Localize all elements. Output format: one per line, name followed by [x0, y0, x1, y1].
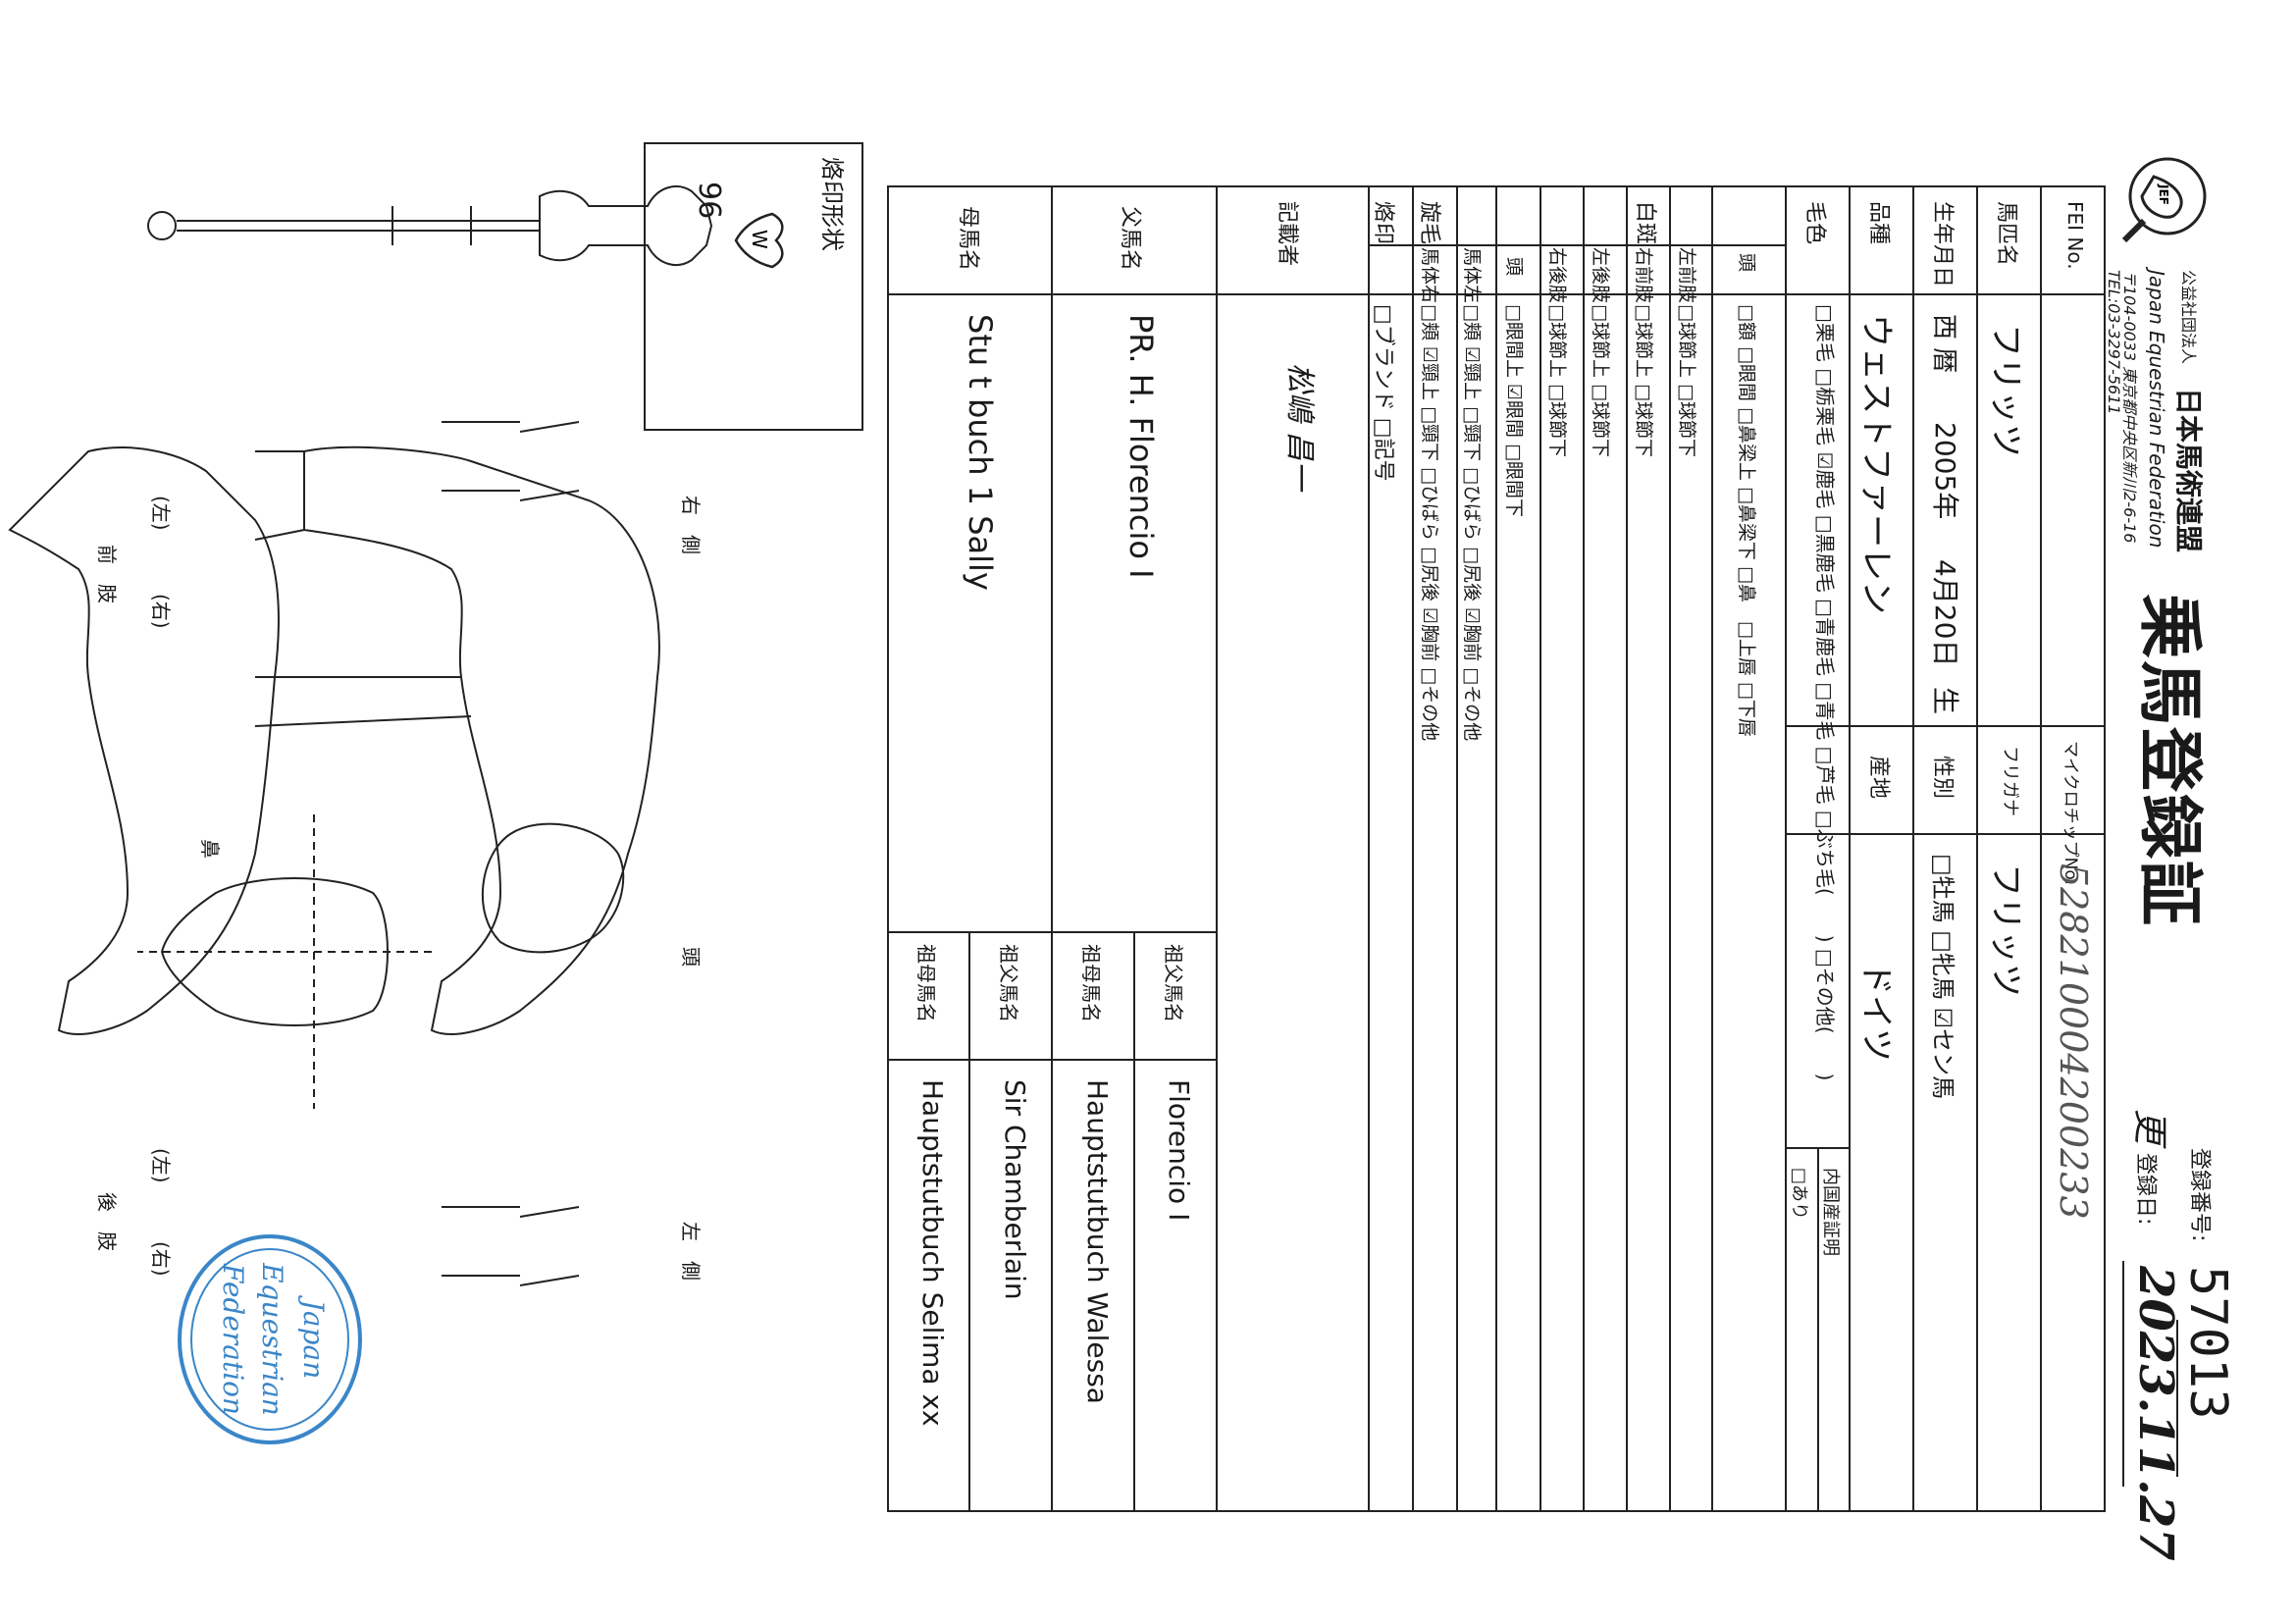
white-marks-label: 白斑	[1633, 201, 1657, 245]
jef-logo-text: JEF	[2157, 183, 2170, 205]
dam-label: 母馬名	[956, 206, 980, 272]
front-left-caption: (左)	[149, 496, 173, 531]
breed-label: 品種	[1866, 201, 1891, 245]
horse-muzzle	[481, 822, 625, 954]
birth-md: 4月20日	[1929, 559, 1961, 667]
domestic-value: □あり	[1789, 1168, 1809, 1221]
mat-grandsire-label: 祖父馬名	[997, 944, 1020, 1022]
microchip-value: 528210004200233	[2052, 864, 2095, 1220]
fei-label: FEI No.	[2063, 201, 2087, 270]
mat-granddam-name: Hauptstutbuch Selima xx	[916, 1079, 949, 1427]
horse-left-side	[8, 446, 280, 1035]
horse-right-side	[254, 445, 660, 1035]
rf-marks: □球節上 □球節下	[1633, 304, 1654, 457]
sex-options: □牡馬 □牝馬 ☑セン馬	[1929, 854, 1957, 1100]
head-marks: □額 □眼間 □鼻梁上 □鼻梁下 □鼻 □上唇 □下唇	[1736, 304, 1757, 737]
grandsire-label: 祖父馬名	[1162, 944, 1185, 1022]
head-caption: 頭	[679, 947, 703, 967]
whorl-left-label: 馬体左	[1461, 247, 1483, 304]
lh-marks: □球節上 □球節下	[1590, 304, 1611, 457]
birth-suffix: 生	[1929, 687, 1961, 715]
breed-value: ウェストファーレン	[1856, 314, 1896, 614]
rh-label: 右後肢	[1546, 247, 1568, 304]
stamp-line2: Equestrian	[256, 1262, 288, 1416]
origin-value: ドイツ	[1856, 962, 1896, 1062]
birth-year: 2005年	[1929, 422, 1961, 520]
head-label: 頭	[1736, 253, 1757, 273]
lh-label: 左後肢	[1590, 247, 1611, 304]
mat-grandsire-name: Sir Chamberlain	[999, 1079, 1031, 1300]
front-legs-caption: 前 肢	[95, 545, 119, 603]
brand-shape-title: 烙印形状	[818, 157, 846, 251]
recorder-label: 記載者	[1275, 201, 1299, 267]
right-side-caption: 右 側	[679, 496, 703, 554]
left-side-caption: 左 側	[679, 1222, 703, 1281]
sire-name: PR. H. Florencio Ⅰ	[1122, 314, 1160, 579]
recorder-name: 松嶋 昌一	[1282, 363, 1317, 491]
origin-label: 産地	[1866, 756, 1891, 800]
front-legs	[442, 421, 580, 501]
name-label: 馬匹名	[1994, 201, 2018, 267]
jef-logo-icon: JEF	[2121, 157, 2207, 243]
front-right-caption: (右)	[149, 594, 173, 629]
hind-legs	[442, 1206, 580, 1286]
granddam-name: Hauptstutbuch Walessa	[1081, 1079, 1114, 1404]
sire-label: 父馬名	[1118, 206, 1142, 272]
brand-symbol-icon: W	[734, 212, 784, 269]
lf-marks: □球節上 □球節下	[1676, 304, 1697, 457]
whorl-right-label: 馬体右	[1419, 247, 1440, 304]
horse-head-front	[137, 814, 432, 1109]
sex-label: 性別	[1930, 756, 1955, 800]
rf-label: 右前肢	[1633, 247, 1654, 304]
coat-options: □栗毛 □栃栗毛 ☑鹿毛 □黒鹿毛 □青鹿毛 □青毛 □芦毛 □ぶち毛( ) □…	[1813, 304, 1837, 1081]
dam-name: Stu t buch 1 Sally	[962, 314, 999, 591]
horse-name: フリッツ	[1986, 324, 2025, 457]
brand-letter: W	[748, 230, 771, 249]
birth-label: 生年月日	[1930, 201, 1955, 288]
granddam-label: 祖母馬名	[1079, 944, 1103, 1022]
lf-label: 左前肢	[1676, 247, 1697, 304]
brand-label: 烙印	[1371, 201, 1395, 245]
whorl-right: □頬 ☑頸上 □頸下 □ひばら □尻後 ☑胸前 □その他	[1419, 304, 1440, 742]
horse-top-view	[147, 185, 713, 266]
whorl-left: □頬 ☑頸上 □頸下 □ひばら □尻後 ☑胸前 □その他	[1461, 304, 1483, 742]
birth-era: 西 暦	[1929, 314, 1958, 374]
stamp-line3: Federation	[217, 1263, 249, 1415]
horse-diagram	[8, 185, 713, 1286]
brand-options: □ブランド □記号	[1371, 304, 1395, 482]
grandsire-name: Florencio Ⅰ	[1163, 1079, 1195, 1222]
domestic-label: 内国産証明	[1820, 1168, 1841, 1256]
hind-left-caption: (左)	[149, 1148, 173, 1183]
hind-legs-caption: 後 肢	[95, 1192, 119, 1251]
mat-granddam-label: 祖母馬名	[914, 944, 938, 1022]
coat-label: 毛色	[1802, 201, 1827, 245]
rh-marks: □球節上 □球節下	[1546, 304, 1568, 457]
whorl-label: 旋毛	[1417, 201, 1441, 245]
jef-official-stamp: Japan Equestrian Federation	[178, 1234, 362, 1444]
stamp-line1: Japan	[297, 1295, 330, 1380]
furigana-value: フリッツ	[1986, 864, 2025, 997]
whorl-head-label: 頭	[1503, 257, 1525, 277]
muzzle-caption: 鼻	[198, 839, 222, 859]
furigana-label: フリガナ	[2000, 746, 2020, 816]
whorl-head: □眼間上 ☑眼間 □眼間下	[1503, 304, 1525, 518]
